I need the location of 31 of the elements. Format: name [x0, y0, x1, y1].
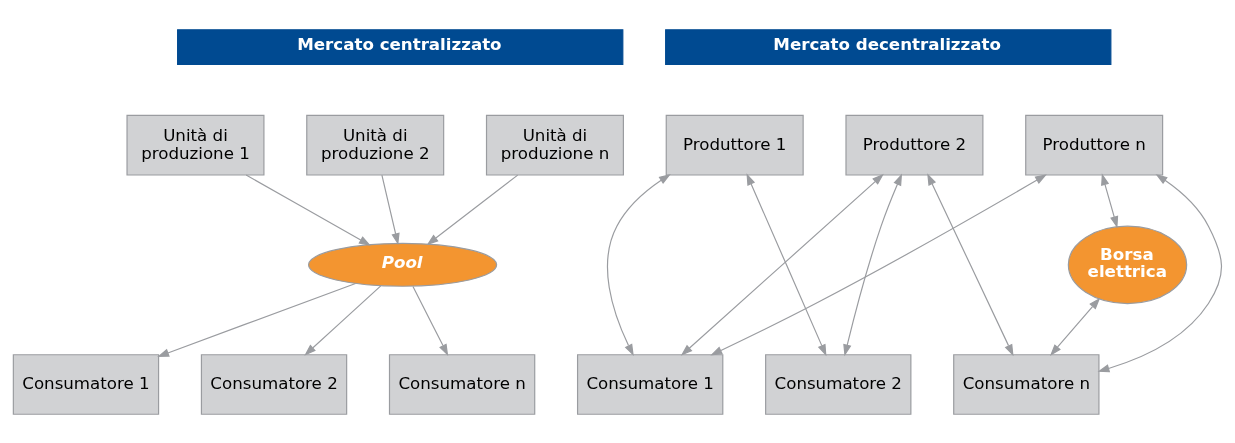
arrow — [927, 172, 1014, 356]
arrow — [1049, 297, 1101, 356]
node-box: Consumatore 1 — [576, 353, 724, 415]
arrow — [710, 173, 1047, 355]
node-box: Unità di produzione 1 — [126, 114, 265, 176]
node-box: Consumatore n — [953, 353, 1100, 415]
arrow — [680, 173, 884, 356]
arrow — [1097, 173, 1223, 372]
node-box: Consumatore 2 — [200, 353, 348, 415]
node-ellipse: Pool — [307, 242, 498, 287]
node-box: Mercato decentralizzato — [665, 28, 1112, 65]
arrow — [843, 173, 903, 356]
node-box: Consumatore n — [388, 353, 536, 415]
arrow — [412, 285, 449, 356]
arrow — [304, 284, 382, 356]
node-box: Produttore 1 — [665, 114, 804, 176]
node-ellipse: Borsa elettrica — [1067, 225, 1188, 304]
node-box: Mercato centralizzato — [177, 28, 624, 65]
node-box: Consumatore 2 — [765, 353, 912, 415]
node-box: Produttore 2 — [845, 114, 984, 176]
arrow — [1101, 172, 1119, 228]
arrow — [746, 172, 827, 356]
arrow — [157, 282, 357, 357]
node-box: Unità di produzione n — [485, 114, 624, 176]
arrow — [381, 174, 400, 245]
arrow — [426, 174, 519, 245]
node-box: Consumatore 1 — [12, 353, 160, 415]
arrow — [245, 174, 371, 246]
arrow — [606, 173, 671, 356]
node-box: Unità di produzione 2 — [306, 114, 445, 176]
node-box: Produttore n — [1025, 114, 1164, 176]
